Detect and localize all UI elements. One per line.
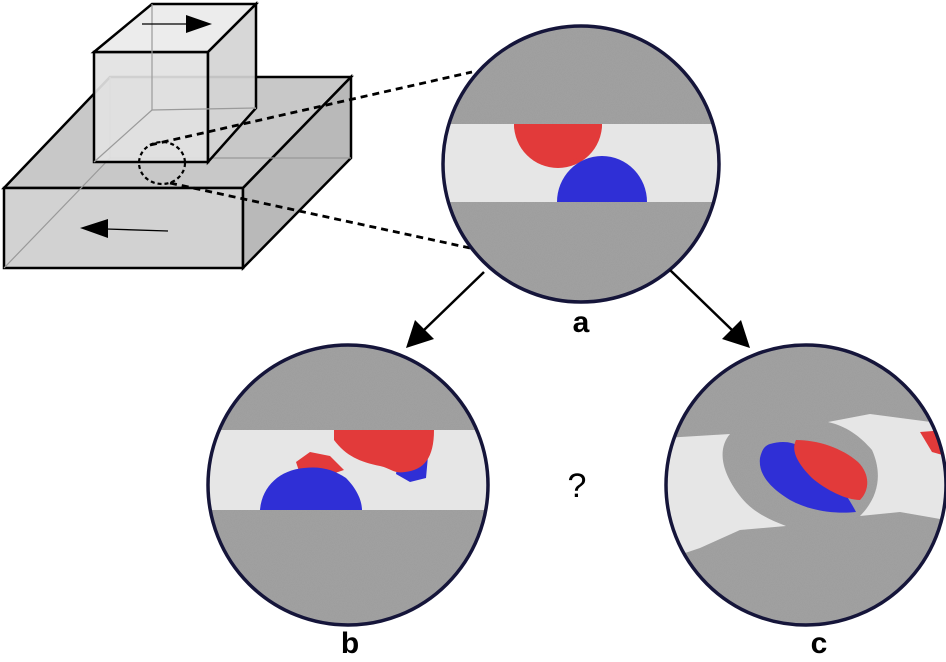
panel-c-gap-left bbox=[666, 434, 786, 560]
label-a: a bbox=[573, 306, 590, 339]
arrow-to-c bbox=[669, 269, 750, 348]
panel-c-gap-right bbox=[828, 414, 946, 520]
panel-b-lower-blue-debris bbox=[260, 467, 362, 510]
sliding-blocks-schematic bbox=[1, 0, 354, 272]
arrow-to-b bbox=[406, 271, 485, 348]
zoom-line-lower bbox=[169, 181, 471, 250]
contact-zoom-marker bbox=[137, 140, 187, 186]
label-b: b bbox=[341, 627, 359, 660]
panel-a-outline bbox=[441, 24, 721, 304]
panel-c-outline bbox=[664, 343, 946, 627]
lower-block-front-face bbox=[2, 186, 245, 270]
panel-b-upper-red-debris bbox=[334, 430, 434, 473]
panel-a bbox=[441, 24, 721, 304]
panel-a-red-asperity-bulge bbox=[514, 124, 602, 162]
panel-c-red-debris bbox=[794, 440, 868, 500]
upper-motion-arrow bbox=[142, 15, 212, 33]
panel-b-outline bbox=[206, 343, 490, 627]
label-c: c bbox=[811, 627, 828, 660]
panel-c bbox=[664, 343, 946, 627]
panel-a-blue-asperity bbox=[557, 156, 647, 202]
panel-b bbox=[206, 343, 490, 627]
question-mark: ? bbox=[568, 467, 587, 505]
panel-c-blue-debris bbox=[759, 441, 856, 513]
lower-motion-arrow bbox=[80, 219, 169, 238]
